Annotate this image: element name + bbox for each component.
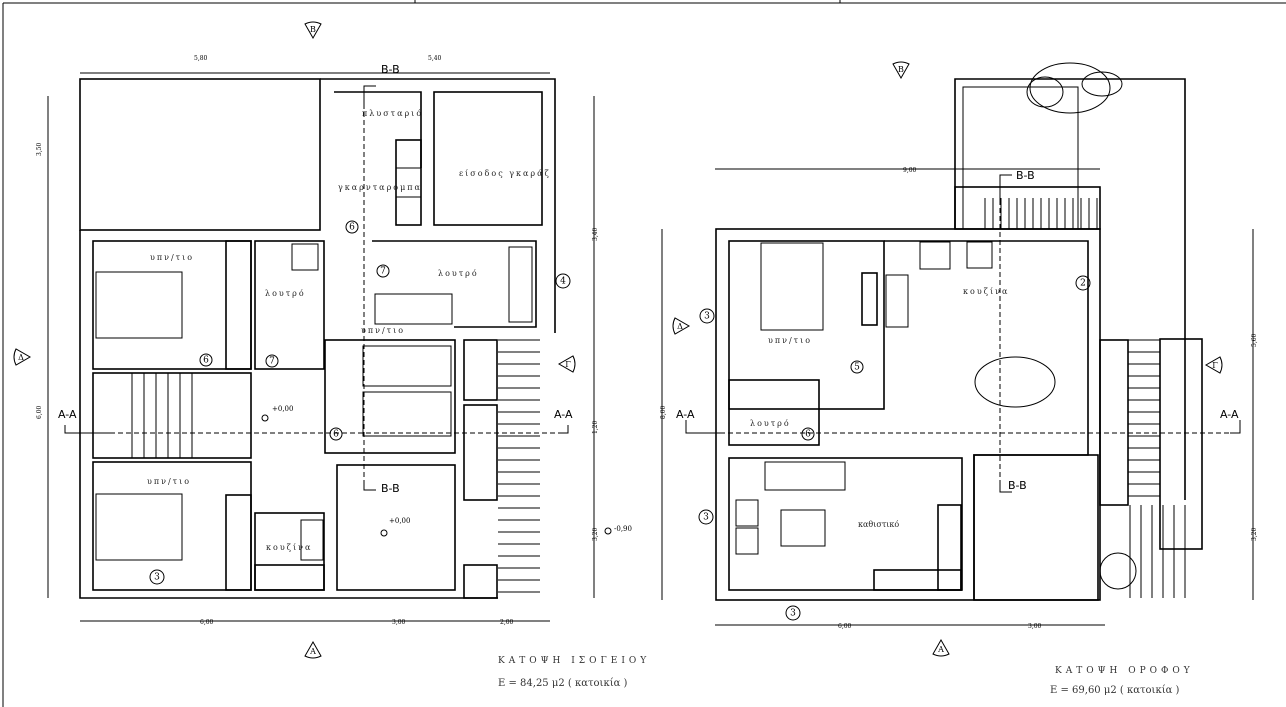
section-label: A-A: [554, 408, 573, 421]
door-marker: 6: [333, 430, 339, 440]
level-mark: -0,90: [614, 525, 632, 533]
ground-floor-plan: 5,80 5,40 3,50 6,00 3,40 1,20 3,20 6,00 …: [13, 21, 650, 689]
dim-bottom-2: 3,00: [392, 619, 406, 626]
orientation-markers: Β Δ Γ Α: [13, 21, 576, 659]
upper-floor-plan: 9,00 8,00 5,60 3,20 6,00 3,00 υπν/τιο κο…: [660, 61, 1258, 696]
orientation-markers: Β Δ Γ Α: [672, 61, 1223, 657]
stairs: [131, 339, 540, 593]
orientation-b: Β: [310, 25, 316, 34]
door-marker: 6: [203, 356, 209, 366]
room-label-bathroom: λουτρό: [750, 419, 791, 428]
section-label: B-B: [381, 63, 400, 76]
room-label-bedroom-2: υπν/τιο: [361, 326, 405, 335]
ground-floor-area: Ε = 84,25 μ2 ( κατοικία ): [498, 678, 628, 689]
door-marker: 2: [1080, 279, 1086, 289]
upper-floor-area: Ε = 69,60 μ2 ( κατοικία ): [1050, 685, 1180, 696]
door-marker: 6: [349, 223, 355, 233]
dimension-lines: [661, 168, 1254, 626]
dim-right-1: 5,60: [1251, 333, 1258, 347]
door-marker: 7: [380, 267, 386, 277]
room-label-wardrobe: γκαρνταρόμπα: [338, 183, 422, 192]
room-label-bedroom-1: υπν/τιο: [150, 253, 194, 262]
dim-top: 9,00: [903, 167, 917, 174]
stairs: [984, 198, 1186, 598]
window-marker: 3: [703, 513, 709, 523]
door-markers: 6 7 4 6 7 6 3: [149, 220, 571, 585]
window-marker: 3: [704, 312, 710, 322]
dim-bottom-1: 6,00: [838, 623, 852, 630]
room-label-kitchen: κουζίνα: [963, 287, 1009, 296]
dimension-lines: [47, 72, 595, 622]
room-label-bedroom-3: υπν/τιο: [147, 477, 191, 486]
dim-top-2: 5,40: [428, 55, 442, 62]
orientation-d: Δ: [18, 353, 24, 362]
window-marker: 4: [560, 277, 566, 287]
room-label-kitchen: κουζίνα: [266, 543, 312, 552]
window-marker: 3: [154, 573, 160, 583]
section-label: B-B: [1016, 169, 1035, 182]
section-label: B-B: [1008, 479, 1027, 492]
dim-left: 8,00: [660, 405, 667, 419]
ground-floor-title: ΚΑΤΟΨΗ ΙΣΟΓΕΙΟΥ: [498, 656, 650, 666]
orientation-g: Γ: [565, 360, 571, 369]
section-label: A-A: [1220, 408, 1239, 421]
dim-bottom-2: 3,00: [1028, 623, 1042, 630]
dim-right-1: 3,40: [592, 227, 599, 241]
orientation-a: Α: [937, 645, 944, 654]
dim-top-1: 5,80: [194, 55, 208, 62]
walls: [79, 78, 556, 599]
dim-bottom-1: 6,00: [200, 619, 214, 626]
dim-right-2: 1,20: [592, 420, 599, 434]
room-label-living-room: καθιστικό: [858, 520, 899, 529]
walls: [715, 78, 1203, 601]
room-label-bathroom-1: λουτρό: [265, 289, 306, 298]
door-marker: 5: [854, 363, 860, 373]
level-mark: +0,00: [272, 405, 293, 413]
dim-right-3: 3,20: [592, 527, 599, 541]
room-label-laundry: πλυσταριό: [362, 109, 423, 118]
orientation-b: Β: [898, 65, 904, 74]
tree-icon: [1026, 62, 1123, 114]
upper-floor-title: ΚΑΤΟΨΗ ΟΡΟΦΟΥ: [1055, 666, 1194, 676]
window-marker: 3: [790, 609, 796, 619]
door-markers: 3 2 5 6 3 3: [698, 275, 1091, 621]
dim-right-2: 3,20: [1251, 527, 1258, 541]
orientation-d: Δ: [677, 322, 683, 331]
level-marks: +0,00 +0,00 -0,90: [261, 405, 632, 537]
room-label-bedroom: υπν/τιο: [768, 336, 812, 345]
section-label: A-A: [676, 408, 695, 421]
level-mark: +0,00: [389, 517, 410, 525]
orientation-g: Γ: [1212, 361, 1218, 370]
section-label: B-B: [381, 482, 400, 495]
dim-left-2: 6,00: [36, 405, 43, 419]
section-lines: [64, 85, 569, 491]
section-lines: [685, 174, 1241, 493]
dim-bottom-3: 2,00: [500, 619, 514, 626]
orientation-a: Α: [309, 647, 316, 656]
door-marker: 6: [805, 430, 811, 440]
room-label-garage-entrance: είσοδος γκαράζ: [459, 169, 551, 178]
dim-left-1: 3,50: [36, 142, 43, 156]
section-label: A-A: [58, 408, 77, 421]
room-label-bathroom-2: λουτρό: [438, 269, 479, 278]
door-marker: 7: [269, 357, 275, 367]
